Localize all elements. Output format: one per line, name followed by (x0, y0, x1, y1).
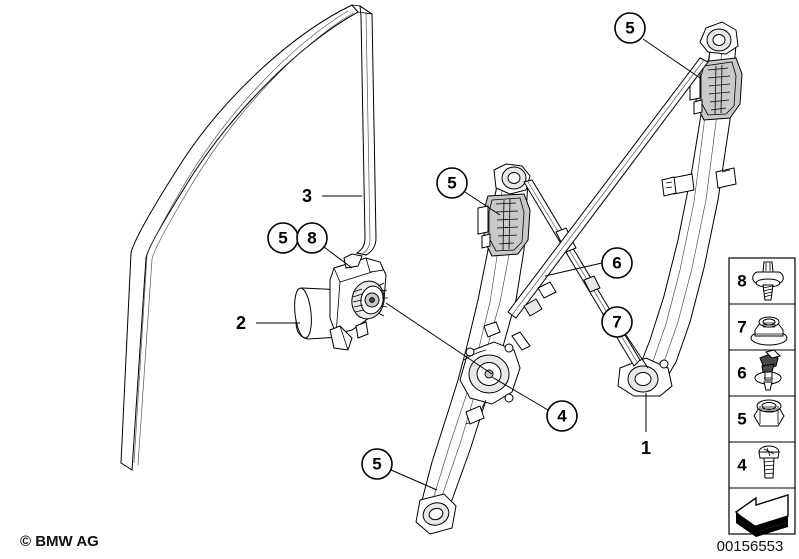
callout-5-upper-carrier[interactable]: 5 (436, 167, 468, 199)
legend-row-8[interactable]: 8 (737, 261, 784, 301)
callout-label: 4 (557, 407, 567, 426)
callout-label: 5 (447, 174, 456, 193)
right-rail-mounting-bracket (661, 167, 737, 197)
callout-label: 5 (278, 229, 287, 248)
callout-label: 8 (307, 229, 316, 248)
part-window-regulator-motor (294, 253, 388, 351)
copyright-notice: © BMW AG (20, 533, 99, 550)
motor-gear (351, 280, 388, 320)
legend-row-5[interactable]: 5 (737, 399, 785, 429)
callout-2-motor[interactable]: 2 (236, 313, 246, 333)
legend-row-4[interactable]: 4 (737, 445, 780, 479)
callout-5-top-right[interactable]: 5 (614, 12, 646, 44)
left-rail-glass-carrier (477, 193, 531, 257)
callout-label: 5 (372, 455, 381, 474)
right-rail-bottom-eyelet (617, 357, 673, 397)
hex-nut-icon (753, 399, 785, 427)
callout-label: 2 (236, 313, 246, 333)
right-rail-glass-carrier (689, 57, 743, 121)
legend-row-label: 6 (737, 364, 746, 383)
screw-icon (758, 445, 780, 479)
callout-7-cable[interactable]: 7 (601, 306, 633, 338)
legend-row-label: 7 (737, 318, 746, 337)
legend-row-6[interactable]: 6 (737, 349, 782, 391)
callout-5-motor[interactable]: 5 (267, 222, 299, 254)
callout-8-motor[interactable]: 8 (296, 222, 328, 254)
callout-1-assembly[interactable]: 1 (641, 438, 651, 458)
callout-3-seal[interactable]: 3 (302, 186, 312, 206)
hardware-legend: 8 7 (728, 257, 796, 537)
callout-label: 3 (302, 186, 312, 206)
regulator-left-rail (415, 163, 531, 535)
callout-label: 1 (641, 438, 651, 458)
left-rail-bottom-eyelet (415, 493, 457, 535)
callout-label: 7 (612, 313, 621, 332)
flange-nut-icon (750, 316, 788, 346)
legend-row-arrow[interactable] (734, 494, 789, 537)
bolt-with-flange-icon (752, 261, 784, 301)
clip-rivet-icon (754, 349, 782, 391)
block-arrow-icon (734, 494, 789, 537)
legend-row-label: 4 (737, 456, 747, 475)
legend-row-7[interactable]: 7 (737, 316, 788, 346)
callout-5-bottom[interactable]: 5 (361, 448, 393, 480)
callout-label: 6 (612, 254, 621, 273)
callout-label: 5 (625, 19, 634, 38)
regulator-right-rail (617, 21, 743, 397)
legend-row-label: 8 (737, 272, 746, 291)
callout-4-drum[interactable]: 4 (546, 400, 578, 432)
callout-leaders (256, 38, 701, 491)
part-window-regulator-assembly (415, 21, 743, 535)
diagram-part-number: 00156553 (716, 538, 784, 555)
part-window-frame-seal (120, 4, 377, 471)
legend-row-label: 5 (737, 410, 746, 429)
callout-6-cable[interactable]: 6 (601, 247, 633, 279)
